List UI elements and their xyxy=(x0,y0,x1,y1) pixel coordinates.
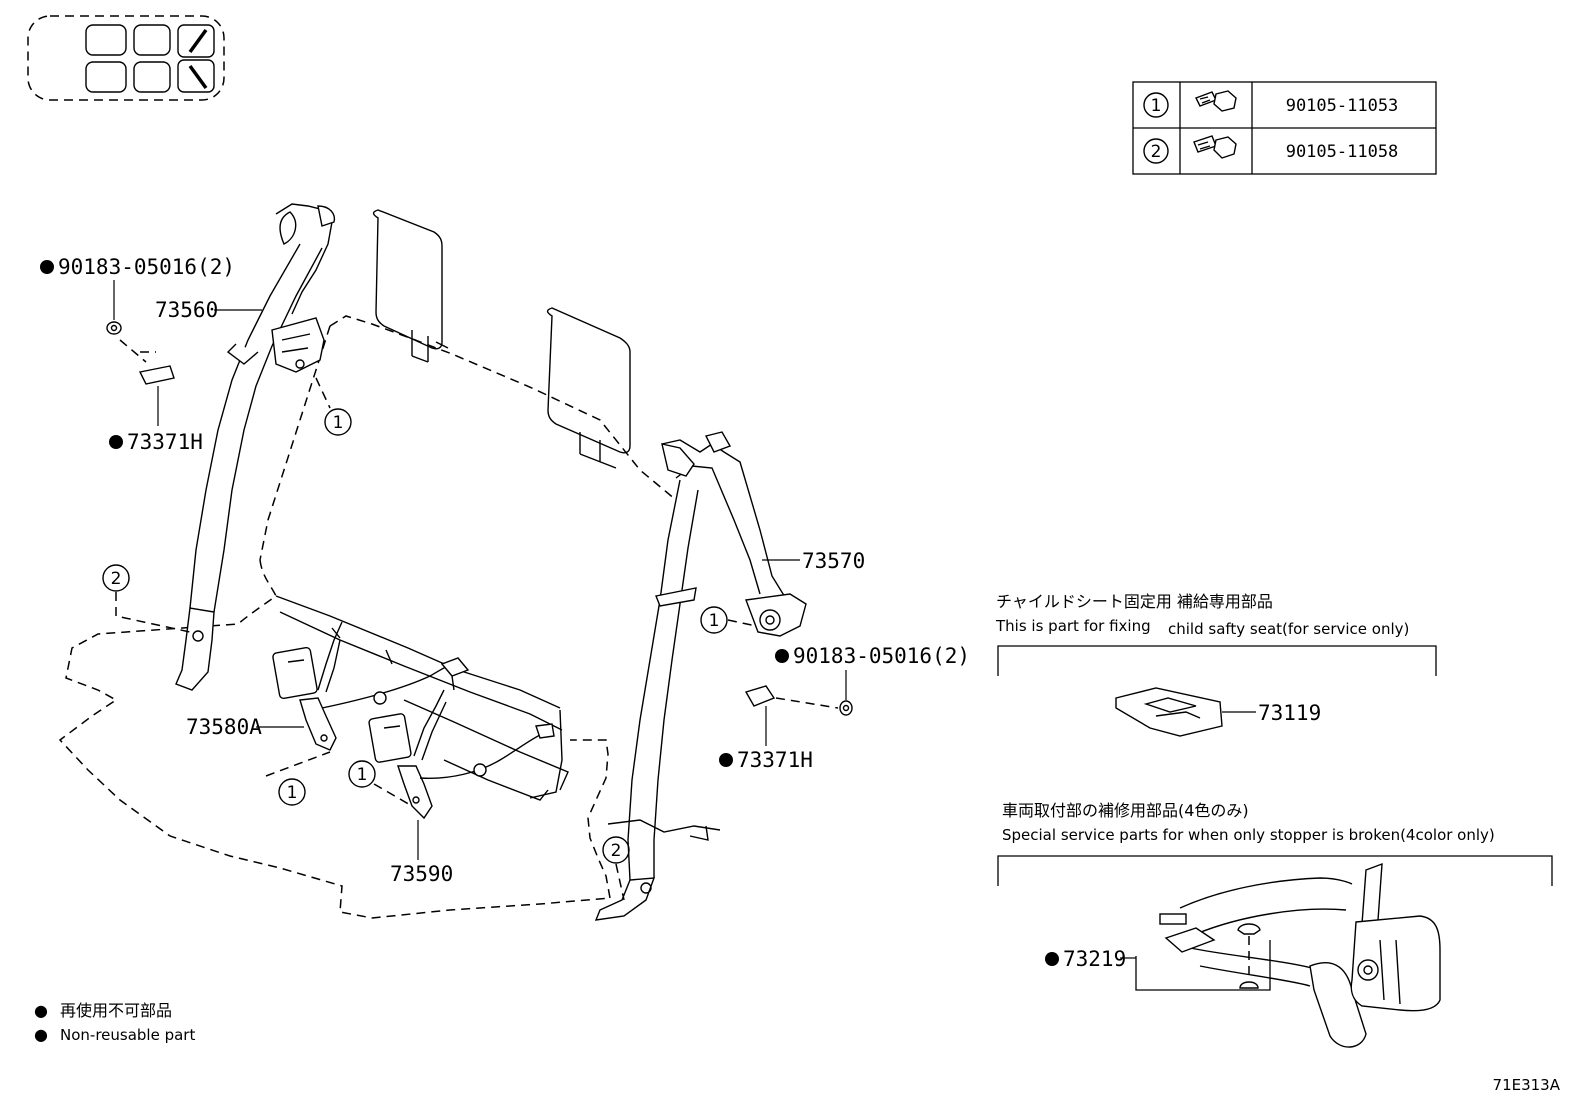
stopper-note-en: Special service parts for when only stop… xyxy=(1002,826,1495,844)
non-reusable-marker xyxy=(109,435,123,449)
legend-symbol: ● xyxy=(34,1025,48,1044)
stopper-note-jp: 車両取付部の補修用部品(4色のみ) xyxy=(1002,801,1249,820)
non-reusable-marker xyxy=(40,260,54,274)
child-seat-part-panel: チャイルドシート固定用 補給専用部品 This is part for fixi… xyxy=(995,592,1437,737)
buckle-73590 xyxy=(368,689,555,820)
legend: ● 再使用不可部品 ● Non-reusable part xyxy=(34,1001,195,1044)
non-reusable-marker xyxy=(775,649,789,663)
seat-belt-right-73570 xyxy=(594,431,807,921)
callout-73219: 73219 xyxy=(1063,947,1126,971)
rear-seat-outline xyxy=(58,209,721,919)
circle-ref-1: 1 xyxy=(287,783,298,803)
legend-symbol: ● xyxy=(34,1001,48,1020)
callout-73570: 73570 xyxy=(802,549,865,573)
stopper-part-panel: 車両取付部の補修用部品(4色のみ) Special service parts … xyxy=(997,801,1553,1048)
bolt-part-number: 90105-11053 xyxy=(1286,96,1399,116)
buckle-73580a xyxy=(272,621,470,751)
child-seat-bracket xyxy=(1115,687,1223,737)
seat-layout-thumbnail xyxy=(27,15,225,101)
bolt-ref: 1 xyxy=(1151,96,1162,116)
child-seat-note-en-a: This is part for fixing xyxy=(995,617,1151,635)
bolt-table-row: 2 90105-11058 xyxy=(1143,135,1399,164)
non-reusable-marker xyxy=(1045,952,1059,966)
bolt-part-number: 90105-11058 xyxy=(1286,142,1399,162)
callout-90183-right: 90183-05016(2) xyxy=(793,644,970,668)
circle-ref-1: 1 xyxy=(333,413,344,433)
bolt-table: 1 90105-11053 2 90105-11058 xyxy=(1132,81,1437,175)
child-seat-note-en-b: child safty seat(for service only) xyxy=(1168,620,1409,638)
trim-cover-left xyxy=(106,321,175,385)
circle-ref-1: 1 xyxy=(709,611,720,631)
trim-cover-right xyxy=(744,685,853,716)
stopper-assembly xyxy=(1159,862,1441,1048)
circle-ref-1: 1 xyxy=(357,765,368,785)
circle-ref-2: 2 xyxy=(111,569,122,589)
callout-73560: 73560 xyxy=(155,298,218,322)
callout-73371h-left: 73371H xyxy=(127,430,203,454)
child-seat-note-jp: チャイルドシート固定用 補給専用部品 xyxy=(996,592,1273,611)
legend-en: Non-reusable part xyxy=(60,1026,195,1044)
non-reusable-marker xyxy=(719,753,733,767)
legend-jp: 再使用不可部品 xyxy=(60,1001,172,1020)
bolt-icon xyxy=(1195,90,1237,112)
figure-id: 71E313A xyxy=(1493,1076,1561,1094)
circle-ref-2: 2 xyxy=(611,841,622,861)
bolt-ref: 2 xyxy=(1151,142,1162,162)
callout-90183-left: 90183-05016(2) xyxy=(58,255,235,279)
callout-73590: 73590 xyxy=(390,862,453,886)
callouts: 90183-05016(2) 73560 73371H 1 2 73570 1 … xyxy=(40,255,970,901)
callout-73119: 73119 xyxy=(1258,701,1321,725)
bolt-table-row: 1 90105-11053 xyxy=(1143,90,1399,118)
seat-belt-left-73560 xyxy=(175,203,336,691)
bolt-icon xyxy=(1193,135,1237,159)
callout-73580a: 73580A xyxy=(186,715,262,739)
callout-73371h-right: 73371H xyxy=(737,748,813,772)
